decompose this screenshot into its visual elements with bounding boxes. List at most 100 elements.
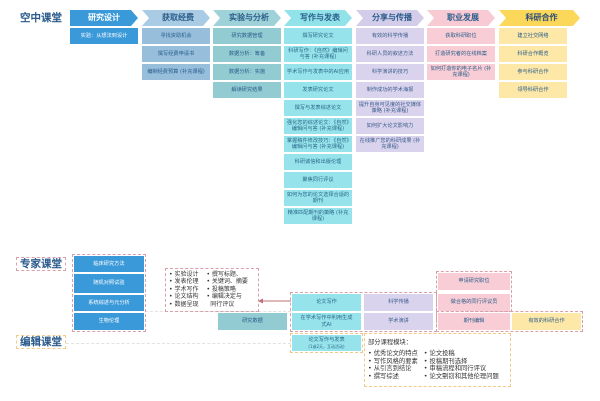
stage-header-career[interactable]: 职业发展: [427, 10, 495, 26]
course-item[interactable]: 寻找资助机会: [142, 28, 210, 44]
peer-reviewer-course[interactable]: 做合格的同行评议员: [438, 294, 510, 311]
course-list: 实验：从想法到设计: [70, 28, 138, 44]
course-item[interactable]: 如何打造你的电子名片 (补充课程): [427, 64, 495, 80]
stage-header-experiment-analysis[interactable]: 实验与分析: [213, 10, 281, 26]
modules-list: • 优秀论文的特点• 写作风格的要素• 从引言到结论• 撰写综述• 论文投稿• …: [368, 350, 499, 380]
stage-header-writing-publishing[interactable]: 写作与发表: [284, 10, 352, 26]
course-item[interactable]: 科研合作概览: [499, 46, 567, 62]
arrow-icon: [258, 298, 291, 304]
bullet-item: • 实验设计: [169, 271, 199, 278]
course-item[interactable]: 提升自身可见度的社交媒体策略 (补充课程): [356, 100, 424, 116]
bullet-item: • 投稿策略: [206, 285, 236, 293]
column-experiment-analysis: 实验与分析研究数据管理数据分析：筹备数据分析：实施解读研究结果: [213, 10, 281, 98]
course-item[interactable]: 解读研究结果: [213, 82, 281, 98]
sci-comm-course[interactable]: 科学传播: [364, 294, 433, 311]
bullet-item: • 撰写综述: [368, 372, 399, 380]
course-item[interactable]: 如何扩大论文影响力: [356, 118, 424, 134]
journal-editing-course[interactable]: 期刊编辑: [438, 313, 510, 330]
bullet-item: • 数据呈现: [169, 300, 199, 308]
course-list: 撰写研究论文科研写作：《自然》编辑问与答 (补充课程) 学术写作与发表中的AI应用…: [284, 28, 352, 224]
course-item[interactable]: 获取科研职位: [427, 28, 495, 44]
course-list: 研究数据管理数据分析：筹备数据分析：实施解读研究结果: [213, 28, 281, 98]
course-item[interactable]: 研究数据管理: [213, 28, 281, 44]
bullet-item: • 编辑决定与: [206, 293, 242, 301]
expert-method-course[interactable]: 随机对照试验: [74, 274, 144, 293]
course-item[interactable]: 聚焦同行评议: [284, 172, 352, 188]
effective-collab-course[interactable]: 有效的科研合作: [512, 313, 581, 330]
expert-method-course[interactable]: 生物伦理: [74, 313, 144, 330]
bullet-item: • 优秀论文的特点: [368, 350, 418, 357]
bullet-item: • 投稿期刊选择: [423, 357, 468, 365]
bullet-item: • 写作风格的要素: [368, 357, 418, 365]
column-collaboration: 科研合作建立社交网络科研合作概览参与科研合作领导科研合作: [499, 10, 567, 98]
column-funding: 获取经费寻找资助机会撰写经费申请书编制经费预算 (补充课程): [142, 10, 210, 80]
course-item[interactable]: 有效的科学传播: [356, 28, 424, 44]
course-list: 寻找资助机会撰写经费申请书编制经费预算 (补充课程): [142, 28, 210, 80]
course-item[interactable]: 撰写与发表综述论文: [284, 100, 352, 116]
bullet-item: • 关键词、摘要: [206, 278, 248, 286]
course-item[interactable]: 学术写作与发表中的AI应用: [284, 64, 352, 80]
sky-classroom-label: 空中课堂: [20, 12, 62, 24]
course-item[interactable]: 如何为您的论文选择合适的期刊: [284, 190, 352, 206]
bullet-item: • 发表伦理: [169, 278, 199, 286]
course-item[interactable]: 撰写研究论文: [284, 28, 352, 44]
course-item[interactable]: 打造研究者的在线档案: [427, 46, 495, 62]
workshop-course[interactable]: 论文写作与发表 (1或2天，互动活动): [292, 335, 361, 351]
paper-writing-course[interactable]: 论文写作: [292, 294, 361, 311]
course-item[interactable]: 科研写作：《自然》编辑问与答 (补充课程): [284, 46, 352, 62]
bullet-item: • 论文投稿: [423, 350, 455, 357]
course-item[interactable]: 科学演讲的技巧: [356, 64, 424, 80]
course-item[interactable]: 制作成功的学术海报: [356, 82, 424, 98]
course-item[interactable]: 编制经费预算 (补充课程): [142, 64, 210, 80]
course-item[interactable]: 实验：从想法到设计: [70, 28, 138, 44]
bullet-item: • 从引言到结论: [368, 365, 412, 373]
bullet-item: • 撰写标题、: [206, 271, 242, 278]
bullet-item: 同行评议: [210, 300, 235, 308]
course-item[interactable]: 领导科研合作: [499, 82, 567, 98]
stage-header-research-design[interactable]: 研究设计: [70, 10, 138, 26]
bullet-item: • 审稿流程和同行评议: [423, 365, 487, 373]
column-career: 职业发展获取科研职位打造研究者的在线档案如何打造你的电子名片 (补充课程): [427, 10, 495, 80]
bullet-item: • 学术写作: [169, 285, 199, 293]
course-item[interactable]: 发表研究论文: [284, 82, 352, 98]
editor-classroom-label: 编辑课堂: [16, 335, 66, 349]
methods-group: [72, 254, 146, 332]
course-item[interactable]: 精准匹配期刊的策略 (补充课程): [284, 208, 352, 224]
expert-method-course[interactable]: 临床研究方法: [74, 256, 144, 272]
expert-method-course[interactable]: 系统综述与元分析: [74, 295, 144, 311]
workshop-title: 论文写作与发表: [308, 337, 345, 344]
course-list: 有效的科学传播科研人员的叙述方法科学演讲的技巧制作成功的学术海报提升自身可见度的…: [356, 28, 424, 152]
course-item[interactable]: 科研诚信和出版伦理: [284, 154, 352, 170]
course-item[interactable]: 数据分析：实施: [213, 64, 281, 80]
bullet-item: • 论文结构: [169, 293, 199, 301]
modules-box: [364, 333, 511, 387]
course-item[interactable]: 科研人员的叙述方法: [356, 46, 424, 62]
course-item[interactable]: 数据分析：筹备: [213, 46, 281, 62]
topics-bullet-list: • 实验设计• 发表伦理• 学术写作• 论文结构• 数据呈现 • 撰写标题、• 关…: [169, 271, 248, 308]
modules-title: 部分课程模块：: [368, 339, 413, 346]
course-list: 建立社交网络科研合作概览参与科研合作领导科研合作: [499, 28, 567, 98]
stage-header-funding[interactable]: 获取经费: [142, 10, 210, 26]
course-item[interactable]: 强化您的综述论文：《自然》编辑问与答 (补充课程): [284, 118, 352, 134]
course-item[interactable]: 撰写经费申请书: [142, 46, 210, 62]
workshop-note: (1或2天，互动活动): [308, 343, 345, 349]
course-item[interactable]: 参与科研合作: [499, 64, 567, 80]
stage-header-collaboration[interactable]: 科研合作: [499, 10, 580, 26]
column-sharing: 分享与传播有效的科学传播科研人员的叙述方法科学演讲的技巧制作成功的学术海报提升自…: [356, 10, 424, 152]
ai-writing-course[interactable]: 在学术写作中利用生成式AI: [292, 313, 361, 330]
topics-bullet-box: [165, 268, 259, 312]
academic-talk-course[interactable]: 学术演讲: [364, 313, 433, 330]
course-item[interactable]: 建立社交网络: [499, 28, 567, 44]
divider: [66, 343, 291, 344]
research-data-course[interactable]: 研究数据: [218, 313, 287, 330]
stage-header-sharing[interactable]: 分享与传播: [356, 10, 424, 26]
course-item[interactable]: 掌握稿件修改技巧：《自然》编辑问与答 (补充课程): [284, 136, 352, 152]
course-item[interactable]: 在线推广您的科研成果 (补充课程): [356, 136, 424, 152]
apply-position-course[interactable]: 申请研究职位: [438, 273, 510, 290]
column-writing-publishing: 写作与发表撰写研究论文科研写作：《自然》编辑问与答 (补充课程) 学术写作与发表中…: [284, 10, 352, 224]
bullet-item: • 论文剽窃和其他伦理问题: [423, 372, 499, 380]
column-research-design: 研究设计实验：从想法到设计: [70, 10, 138, 44]
workshop-group: [290, 333, 363, 353]
collab-group: [436, 311, 583, 332]
course-list: 获取科研职位打造研究者的在线档案如何打造你的电子名片 (补充课程): [427, 28, 495, 80]
